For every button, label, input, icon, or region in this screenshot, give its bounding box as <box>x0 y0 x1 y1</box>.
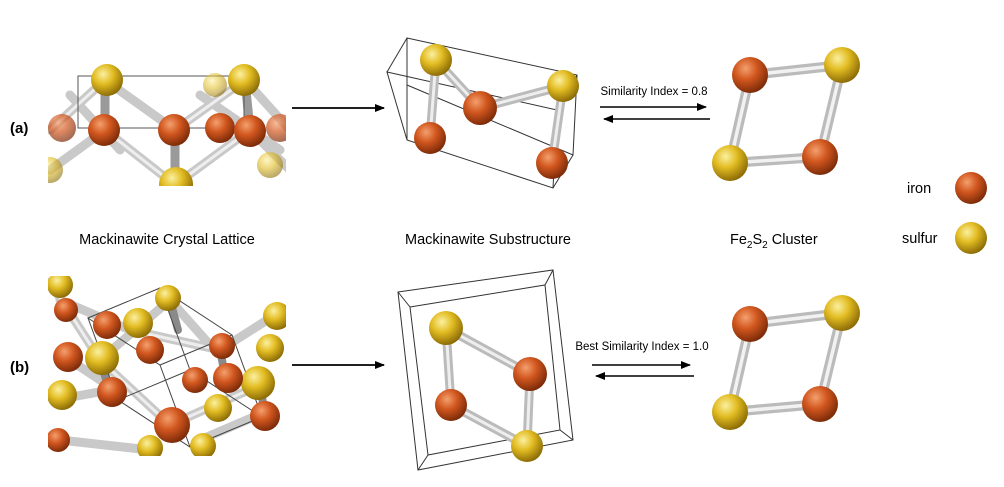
similarity-index-a: Similarity Index = 0.8 <box>600 86 707 98</box>
cluster-a <box>712 47 860 181</box>
lattice-a <box>48 64 286 186</box>
legend: iron sulfur <box>902 172 987 254</box>
substructure-b <box>397 269 574 471</box>
row-b-label: (b) <box>10 359 29 376</box>
similarity-index-b: Best Similarity Index = 1.0 <box>575 341 708 353</box>
legend-sulfur-swatch <box>955 222 987 254</box>
substructure-a <box>386 37 579 189</box>
equilibrium-arrows-b <box>592 361 694 380</box>
lattice-b <box>48 276 286 456</box>
legend-iron-swatch <box>955 172 987 204</box>
caption-cluster: Fe2S2 Cluster <box>730 232 818 251</box>
row-a-label: (a) <box>10 120 28 137</box>
equilibrium-arrows-a <box>600 103 710 123</box>
legend-sulfur-label: sulfur <box>902 231 938 247</box>
caption-lattice: Mackinawite Crystal Lattice <box>79 232 255 248</box>
legend-iron-label: iron <box>907 181 931 197</box>
cluster-b <box>712 295 860 430</box>
caption-substructure: Mackinawite Substructure <box>405 232 571 248</box>
